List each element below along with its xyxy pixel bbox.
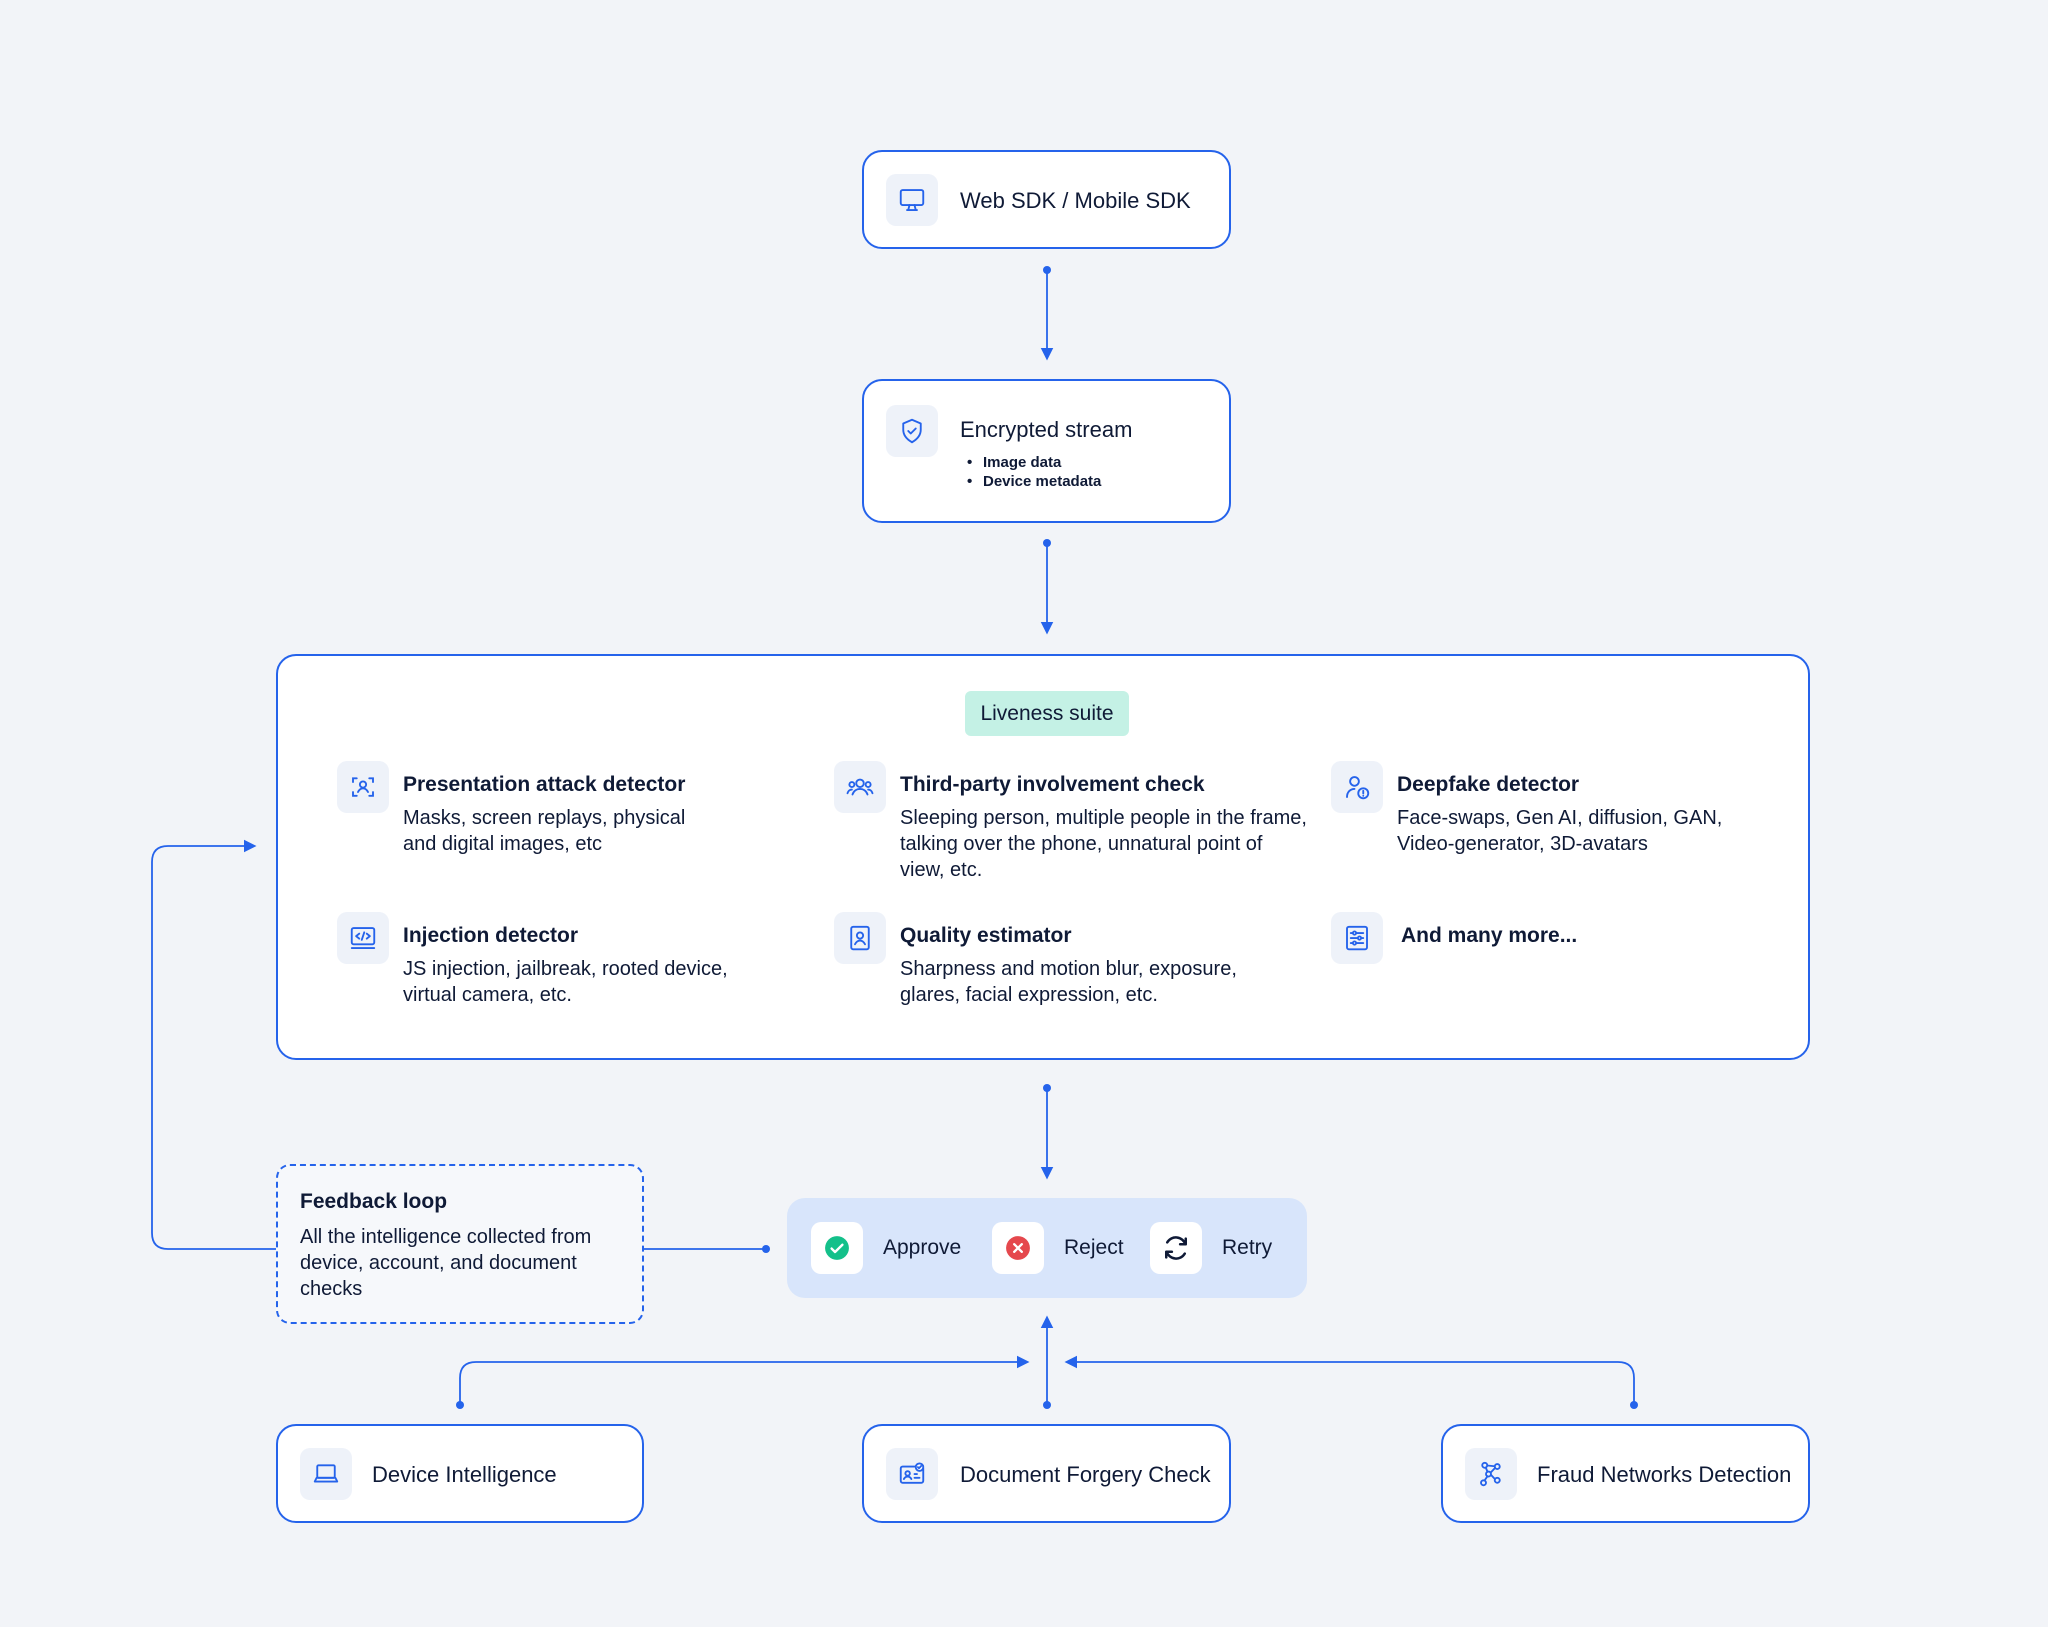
stream-title: Encrypted stream <box>960 417 1133 442</box>
sdk-node: Web SDK / Mobile SDK <box>862 150 1231 249</box>
connector-fraud-to-decisions <box>1064 1355 1635 1405</box>
source-device-intelligence: Device Intelligence <box>276 1424 644 1523</box>
portrait-icon <box>834 912 886 964</box>
feature-title: Quality estimator <box>900 924 1072 947</box>
stream-bullet: Device metadata <box>967 472 1101 491</box>
source-title: Device Intelligence <box>372 1462 557 1487</box>
decision-bar: Approve Reject Retry <box>787 1198 1307 1298</box>
feature-title: Presentation attack detector <box>403 773 686 796</box>
feature-title: Injection detector <box>403 924 579 947</box>
decision-retry: Retry <box>1150 1222 1272 1274</box>
decision-reject: Reject <box>992 1222 1124 1274</box>
people-icon <box>834 761 886 813</box>
feedback-title: Feedback loop <box>300 1190 448 1213</box>
liveness-suite-label: Liveness suite <box>965 691 1129 736</box>
decision-label: Reject <box>1064 1236 1124 1259</box>
face-scan-icon <box>337 761 389 813</box>
x-circle-icon <box>992 1222 1044 1274</box>
network-icon <box>1465 1448 1517 1500</box>
decision-label: Approve <box>883 1236 962 1259</box>
check-circle-icon <box>811 1222 863 1274</box>
source-title: Document Forgery Check <box>960 1462 1211 1487</box>
source-title: Fraud Networks Detection <box>1537 1462 1792 1487</box>
feature-desc: Face-swaps, Gen AI, diffusion, GAN, Vide… <box>1397 807 1723 855</box>
source-fraud-networks: Fraud Networks Detection <box>1441 1424 1810 1523</box>
id-card-icon <box>886 1448 938 1500</box>
source-document-forgery: Document Forgery Check <box>862 1424 1231 1523</box>
feature-desc: JS injection, jailbreak, rooted device, … <box>403 958 728 1006</box>
refresh-icon <box>1150 1222 1202 1274</box>
decision-label: Retry <box>1222 1236 1273 1259</box>
shield-check-icon <box>886 405 938 457</box>
feature-title: Third-party involvement check <box>900 773 1205 796</box>
feature-desc: Sleeping person, multiple people in the … <box>900 807 1307 881</box>
monitor-icon <box>886 174 938 226</box>
feature-desc: Masks, screen replays, physical and digi… <box>403 807 686 855</box>
laptop-icon <box>300 1448 352 1500</box>
feedback-desc: All the intelligence collected from devi… <box>300 1226 592 1300</box>
stream-bullets: Image data Device metadata <box>967 453 1101 491</box>
encrypted-stream-node: Encrypted stream Image data Device metad… <box>862 379 1231 523</box>
connector-feedback-loop <box>151 839 276 1250</box>
feedback-loop-box: Feedback loop All the intelligence colle… <box>276 1164 644 1324</box>
decision-approve: Approve <box>811 1222 961 1274</box>
feature-title: Deepfake detector <box>1397 773 1580 796</box>
sliders-icon <box>1331 912 1383 964</box>
feature-title: And many more... <box>1401 924 1578 947</box>
connector-device-to-decisions <box>459 1355 1030 1405</box>
code-icon <box>337 912 389 964</box>
feature-desc: Sharpness and motion blur, exposure, gla… <box>900 958 1237 1006</box>
user-alert-icon <box>1331 761 1383 813</box>
sdk-title: Web SDK / Mobile SDK <box>960 188 1191 213</box>
stream-bullet: Image data <box>967 453 1101 472</box>
